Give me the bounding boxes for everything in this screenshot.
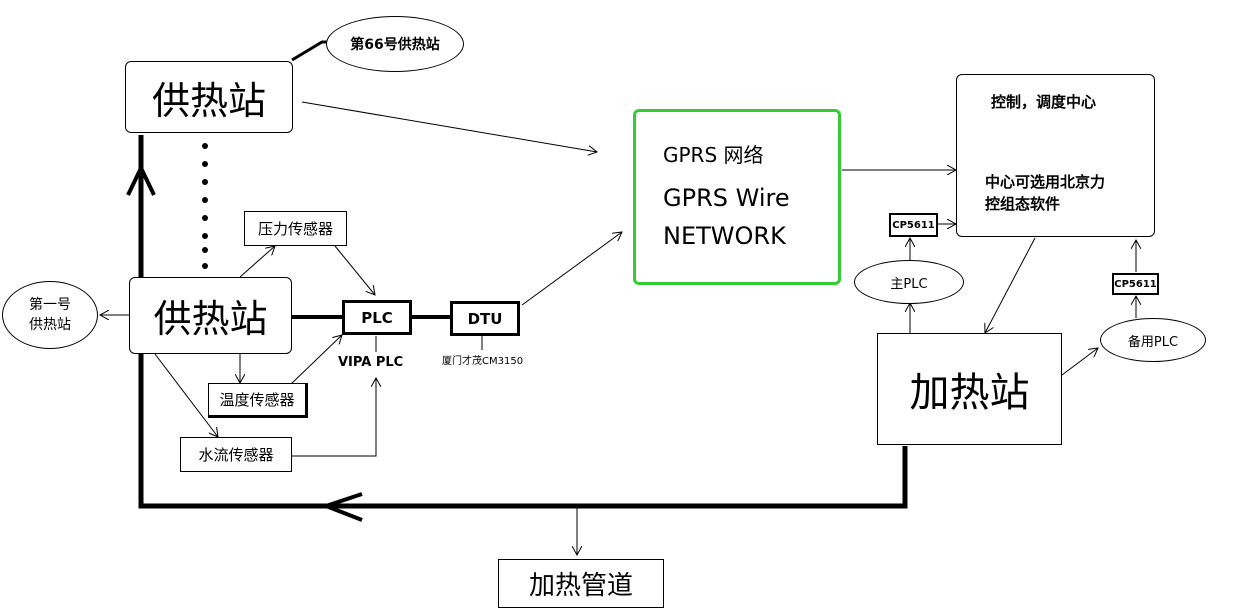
- gprs-network-line1: GPRS 网络: [663, 143, 764, 167]
- loop-arrow-left: [320, 492, 363, 522]
- pressure-sensor: 压力传感器: [244, 211, 347, 246]
- temperature-sensor: 温度传感器: [208, 383, 308, 418]
- top-heat-station: 供热站: [125, 61, 293, 133]
- water-flow-sensor: 水流传感器: [180, 437, 292, 472]
- dtu-to-gprs: [521, 232, 622, 306]
- cp5611-box-b: CP5611: [1112, 273, 1159, 295]
- top-station-to-gprs: [301, 101, 597, 152]
- control-to-heating-station: [985, 237, 1036, 333]
- temperature-to-plc: [289, 335, 342, 386]
- main-heat-station: 供热站: [129, 277, 292, 354]
- dtu-box: DTU: [450, 301, 520, 336]
- first-station-line2: 供热站: [29, 317, 71, 333]
- station-66-ellipse: 第66号供热站: [326, 16, 464, 72]
- control-center-box: 控制，调度中心 中心可选用北京力 控组态软件: [956, 74, 1155, 237]
- station66-connector: [291, 40, 328, 62]
- control-center-desc2: 控组态软件: [985, 195, 1061, 213]
- first-station-ellipse: 第一号 供热站: [2, 281, 98, 349]
- waterflow-to-plc: [292, 378, 376, 457]
- backup-plc-ellipse: 备用PLC: [1100, 318, 1206, 362]
- cp5611-box-a: CP5611: [889, 213, 938, 237]
- first-station-line1: 第一号: [29, 297, 71, 313]
- station-to-waterflow: [154, 353, 218, 437]
- heating-pipeline-box: 加热管道: [498, 559, 664, 608]
- gprs-network-line2: GPRS Wire: [663, 184, 790, 212]
- vipa-plc-label: VIPA PLC: [338, 355, 404, 370]
- heating-to-backup-plc: [1061, 348, 1098, 376]
- station-dots: [202, 143, 208, 269]
- dtu-model-label: 厦门才茂CM3150: [442, 356, 524, 367]
- station-to-pressure: [239, 246, 275, 278]
- control-center-title: 控制，调度中心: [991, 93, 1097, 111]
- plc-box: PLC: [342, 300, 412, 335]
- gprs-network-line3: NETWORK: [663, 222, 786, 250]
- loop-arrow-up: [126, 163, 156, 196]
- main-plc-ellipse: 主PLC: [854, 260, 964, 304]
- pressure-to-plc: [334, 245, 375, 295]
- heating-station-box: 加热站: [877, 333, 1062, 445]
- gprs-network-box: GPRS 网络 GPRS Wire NETWORK: [633, 109, 841, 285]
- control-center-desc1: 中心可选用北京力: [985, 173, 1106, 191]
